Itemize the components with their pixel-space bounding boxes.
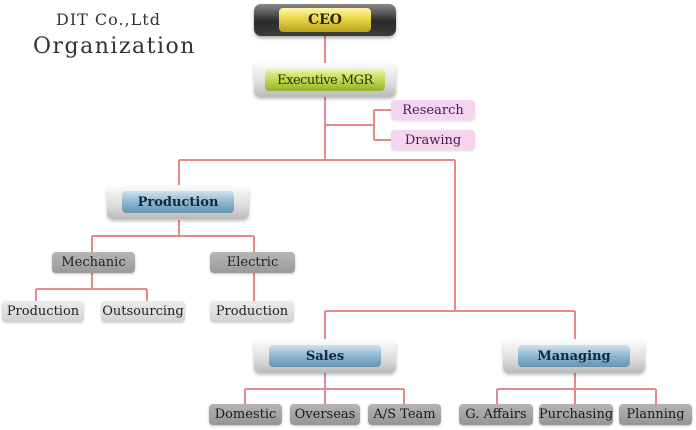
node-outsourcing: Outsourcing (101, 301, 185, 322)
node-sales-division: Sales (254, 339, 396, 373)
connector-sales-managing (324, 310, 576, 340)
node-executive-mgr: Executive MGR (254, 63, 396, 97)
node-sales-division-label: Sales (269, 345, 381, 367)
node-ceo-label: CEO (279, 8, 371, 32)
node-ceo: CEO (254, 4, 396, 36)
node-managing-division-label: Managing (518, 345, 630, 367)
node-research: Research (391, 100, 475, 120)
node-executive-mgr-label: Executive MGR (265, 69, 385, 91)
node-purchasing: Purchasing (539, 404, 613, 425)
page-title: Organization (33, 34, 196, 59)
company-name: DIT Co.,Ltd (56, 10, 161, 29)
node-g-affairs: G. Affairs (459, 404, 533, 425)
node-electric: Electric (210, 252, 295, 273)
connector-staff (325, 109, 392, 141)
connector-sales-units (244, 388, 405, 404)
node-mechanic-production: Production (2, 301, 84, 322)
node-planning: Planning (619, 404, 692, 425)
node-overseas: Overseas (290, 404, 360, 425)
connector-mechanic-units (35, 272, 148, 302)
node-as-team: A/S Team (368, 404, 441, 425)
node-drawing: Drawing (391, 130, 475, 150)
connector-managing-units (496, 388, 657, 404)
connector-production-units (91, 235, 255, 252)
node-production-division: Production (107, 185, 249, 219)
node-managing-division: Managing (503, 339, 645, 373)
node-electric-production: Production (210, 301, 294, 322)
node-production-division-label: Production (122, 191, 234, 213)
node-domestic: Domestic (209, 404, 282, 425)
node-mechanic: Mechanic (52, 252, 135, 273)
